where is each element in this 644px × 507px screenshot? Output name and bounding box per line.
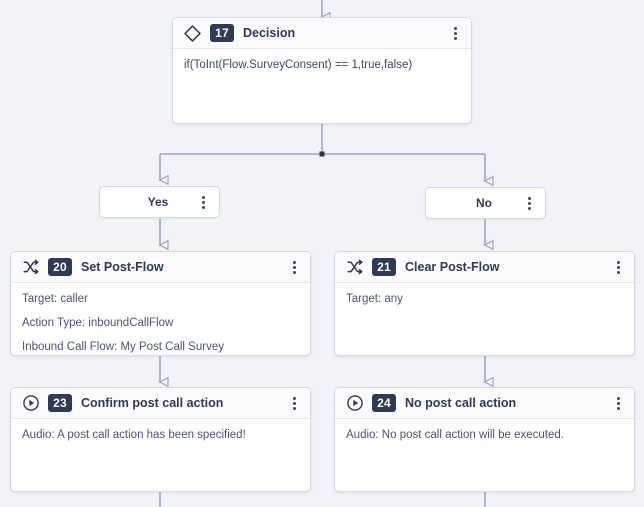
node-id-badge: 21 — [372, 258, 396, 276]
branch-label: Yes — [147, 195, 169, 209]
play-circle-icon — [345, 394, 364, 413]
branch-junction-dot — [319, 151, 325, 157]
kebab-menu-icon[interactable] — [196, 192, 210, 212]
node-detail-line: Target: any — [346, 293, 403, 305]
node-header[interactable]: 23 Confirm post call action — [11, 388, 310, 419]
node-detail-line: Target: caller — [22, 293, 88, 305]
node-title: Clear Post-Flow — [405, 260, 500, 274]
node-body: Target: any — [335, 283, 634, 316]
node-id-badge: 20 — [48, 258, 72, 276]
kebab-menu-icon[interactable] — [287, 257, 301, 277]
shuffle-icon — [345, 258, 364, 277]
decision-expression: if(ToInt(Flow.SurveyConsent) == 1,true,f… — [184, 59, 413, 71]
node-id-badge: 17 — [210, 24, 234, 42]
branch-yes[interactable]: Yes — [99, 186, 220, 218]
node-detail-line: Inbound Call Flow: My Post Call Survey — [22, 341, 224, 353]
kebab-menu-icon[interactable] — [448, 23, 462, 43]
node-header[interactable]: 17 Decision — [173, 18, 471, 49]
node-title: No post call action — [405, 396, 517, 410]
node-detail-line: Audio: No post call action will be execu… — [346, 429, 564, 441]
kebab-menu-icon[interactable] — [522, 193, 536, 213]
node-title: Set Post-Flow — [81, 260, 164, 274]
node-set-post-flow[interactable]: 20 Set Post-Flow Target: caller Action T… — [10, 251, 311, 356]
node-confirm-post-call-action[interactable]: 23 Confirm post call action Audio: A pos… — [10, 387, 311, 492]
node-body: Audio: No post call action will be execu… — [335, 419, 634, 452]
branch-label: No — [476, 196, 492, 210]
node-detail-line: Audio: A post call action has been speci… — [22, 429, 246, 441]
node-no-post-call-action[interactable]: 24 No post call action Audio: No post ca… — [334, 387, 635, 492]
branch-no[interactable]: No — [425, 187, 546, 219]
node-title: Confirm post call action — [81, 396, 224, 410]
node-detail-line: Action Type: inboundCallFlow — [22, 317, 174, 329]
node-id-badge: 24 — [372, 394, 396, 412]
node-title: Decision — [243, 26, 296, 40]
shuffle-icon — [21, 258, 40, 277]
kebab-menu-icon[interactable] — [287, 393, 301, 413]
node-decision[interactable]: 17 Decision if(ToInt(Flow.SurveyConsent)… — [172, 17, 472, 124]
node-body: if(ToInt(Flow.SurveyConsent) == 1,true,f… — [173, 49, 471, 83]
node-body: Target: caller Action Type: inboundCallF… — [11, 283, 310, 355]
node-header[interactable]: 20 Set Post-Flow — [11, 252, 310, 283]
kebab-menu-icon[interactable] — [611, 393, 625, 413]
kebab-menu-icon[interactable] — [611, 257, 625, 277]
node-clear-post-flow[interactable]: 21 Clear Post-Flow Target: any — [334, 251, 635, 356]
node-header[interactable]: 24 No post call action — [335, 388, 634, 419]
diamond-icon — [183, 24, 202, 43]
node-body: Audio: A post call action has been speci… — [11, 419, 310, 452]
node-header[interactable]: 21 Clear Post-Flow — [335, 252, 634, 283]
node-id-badge: 23 — [48, 394, 72, 412]
play-circle-icon — [21, 394, 40, 413]
